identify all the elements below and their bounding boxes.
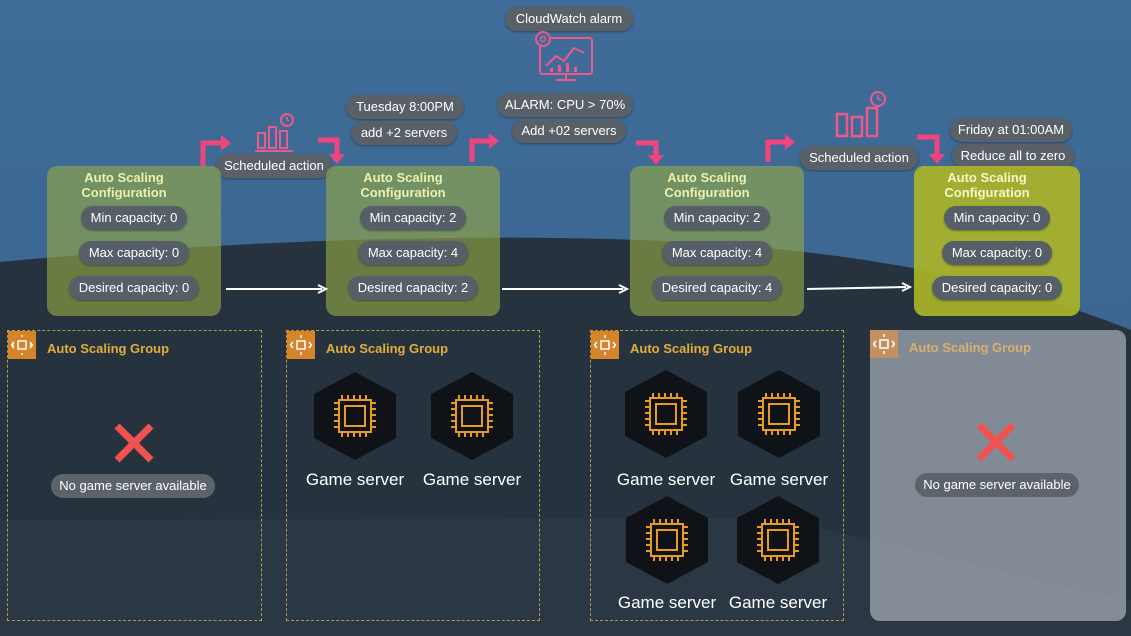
auto-scaling-icon xyxy=(870,330,898,358)
game-server-icon xyxy=(314,372,396,460)
auto-scaling-group-3: Auto Scaling Group xyxy=(590,330,844,621)
game-server-icon xyxy=(626,496,708,584)
max-capacity: Max capacity: 4 xyxy=(358,241,468,265)
scheduled-action-label-1: Scheduled action xyxy=(216,154,332,178)
alarm-action-label: Add +02 servers xyxy=(512,119,626,143)
cloudwatch-dashboard-icon xyxy=(535,31,593,81)
min-capacity: Min capacity: 0 xyxy=(944,206,1050,230)
desired-capacity: Desired capacity: 2 xyxy=(348,276,478,300)
game-server-label: Game server xyxy=(616,470,716,489)
schedule2-time-label: Friday at 01:00AM xyxy=(950,118,1072,142)
max-capacity: Max capacity: 4 xyxy=(662,241,772,265)
auto-scaling-group-4: Auto Scaling Group No game server availa… xyxy=(870,330,1126,621)
game-server-label: Game server xyxy=(617,593,717,612)
game-server-label: Game server xyxy=(729,470,829,489)
no-server-label: No game server available xyxy=(915,473,1079,497)
group-title: Auto Scaling Group xyxy=(326,341,449,356)
group-title: Auto Scaling Group xyxy=(630,341,753,356)
game-server-icon xyxy=(737,496,819,584)
game-server-label: Game server xyxy=(728,593,828,612)
group-title: Auto Scaling Group xyxy=(909,340,1032,355)
alarm-condition-label: ALARM: CPU > 70% xyxy=(497,93,633,117)
scheduled-action-icon xyxy=(835,91,886,138)
desired-capacity: Desired capacity: 4 xyxy=(652,276,782,300)
scheduled-action-icon xyxy=(255,113,294,152)
flow-arrows xyxy=(226,282,913,294)
game-server-label: Game server xyxy=(422,470,522,489)
schedule1-time-label: Tuesday 8:00PM xyxy=(346,95,464,119)
min-capacity: Min capacity: 2 xyxy=(360,206,466,230)
auto-scaling-icon xyxy=(591,331,619,359)
min-capacity: Min capacity: 0 xyxy=(81,206,187,230)
x-mark-icon xyxy=(976,422,1016,462)
transition-arrows xyxy=(200,133,945,166)
auto-scaling-group-1: Auto Scaling Group No game server availa… xyxy=(7,330,262,621)
desired-capacity: Desired capacity: 0 xyxy=(932,276,1062,300)
schedule1-action-label: add +2 servers xyxy=(351,121,457,145)
max-capacity: Max capacity: 0 xyxy=(942,241,1052,265)
x-mark-icon xyxy=(114,423,154,463)
schedule2-action-label: Reduce all to zero xyxy=(952,144,1074,168)
group-title: Auto Scaling Group xyxy=(47,341,170,356)
min-capacity: Min capacity: 2 xyxy=(664,206,770,230)
desired-capacity: Desired capacity: 0 xyxy=(69,276,199,300)
no-server-label: No game server available xyxy=(51,474,215,498)
cloudwatch-alarm-label: CloudWatch alarm xyxy=(505,7,633,31)
game-server-label: Game server xyxy=(305,470,405,489)
game-server-icon xyxy=(738,370,820,458)
auto-scaling-icon xyxy=(287,331,315,359)
game-server-icon xyxy=(431,372,513,460)
auto-scaling-icon xyxy=(8,331,36,359)
game-server-icon xyxy=(625,370,707,458)
max-capacity: Max capacity: 0 xyxy=(79,241,189,265)
auto-scaling-group-2: Auto Scaling Group xyxy=(286,330,540,621)
scheduled-action-label-2: Scheduled action xyxy=(800,146,918,170)
